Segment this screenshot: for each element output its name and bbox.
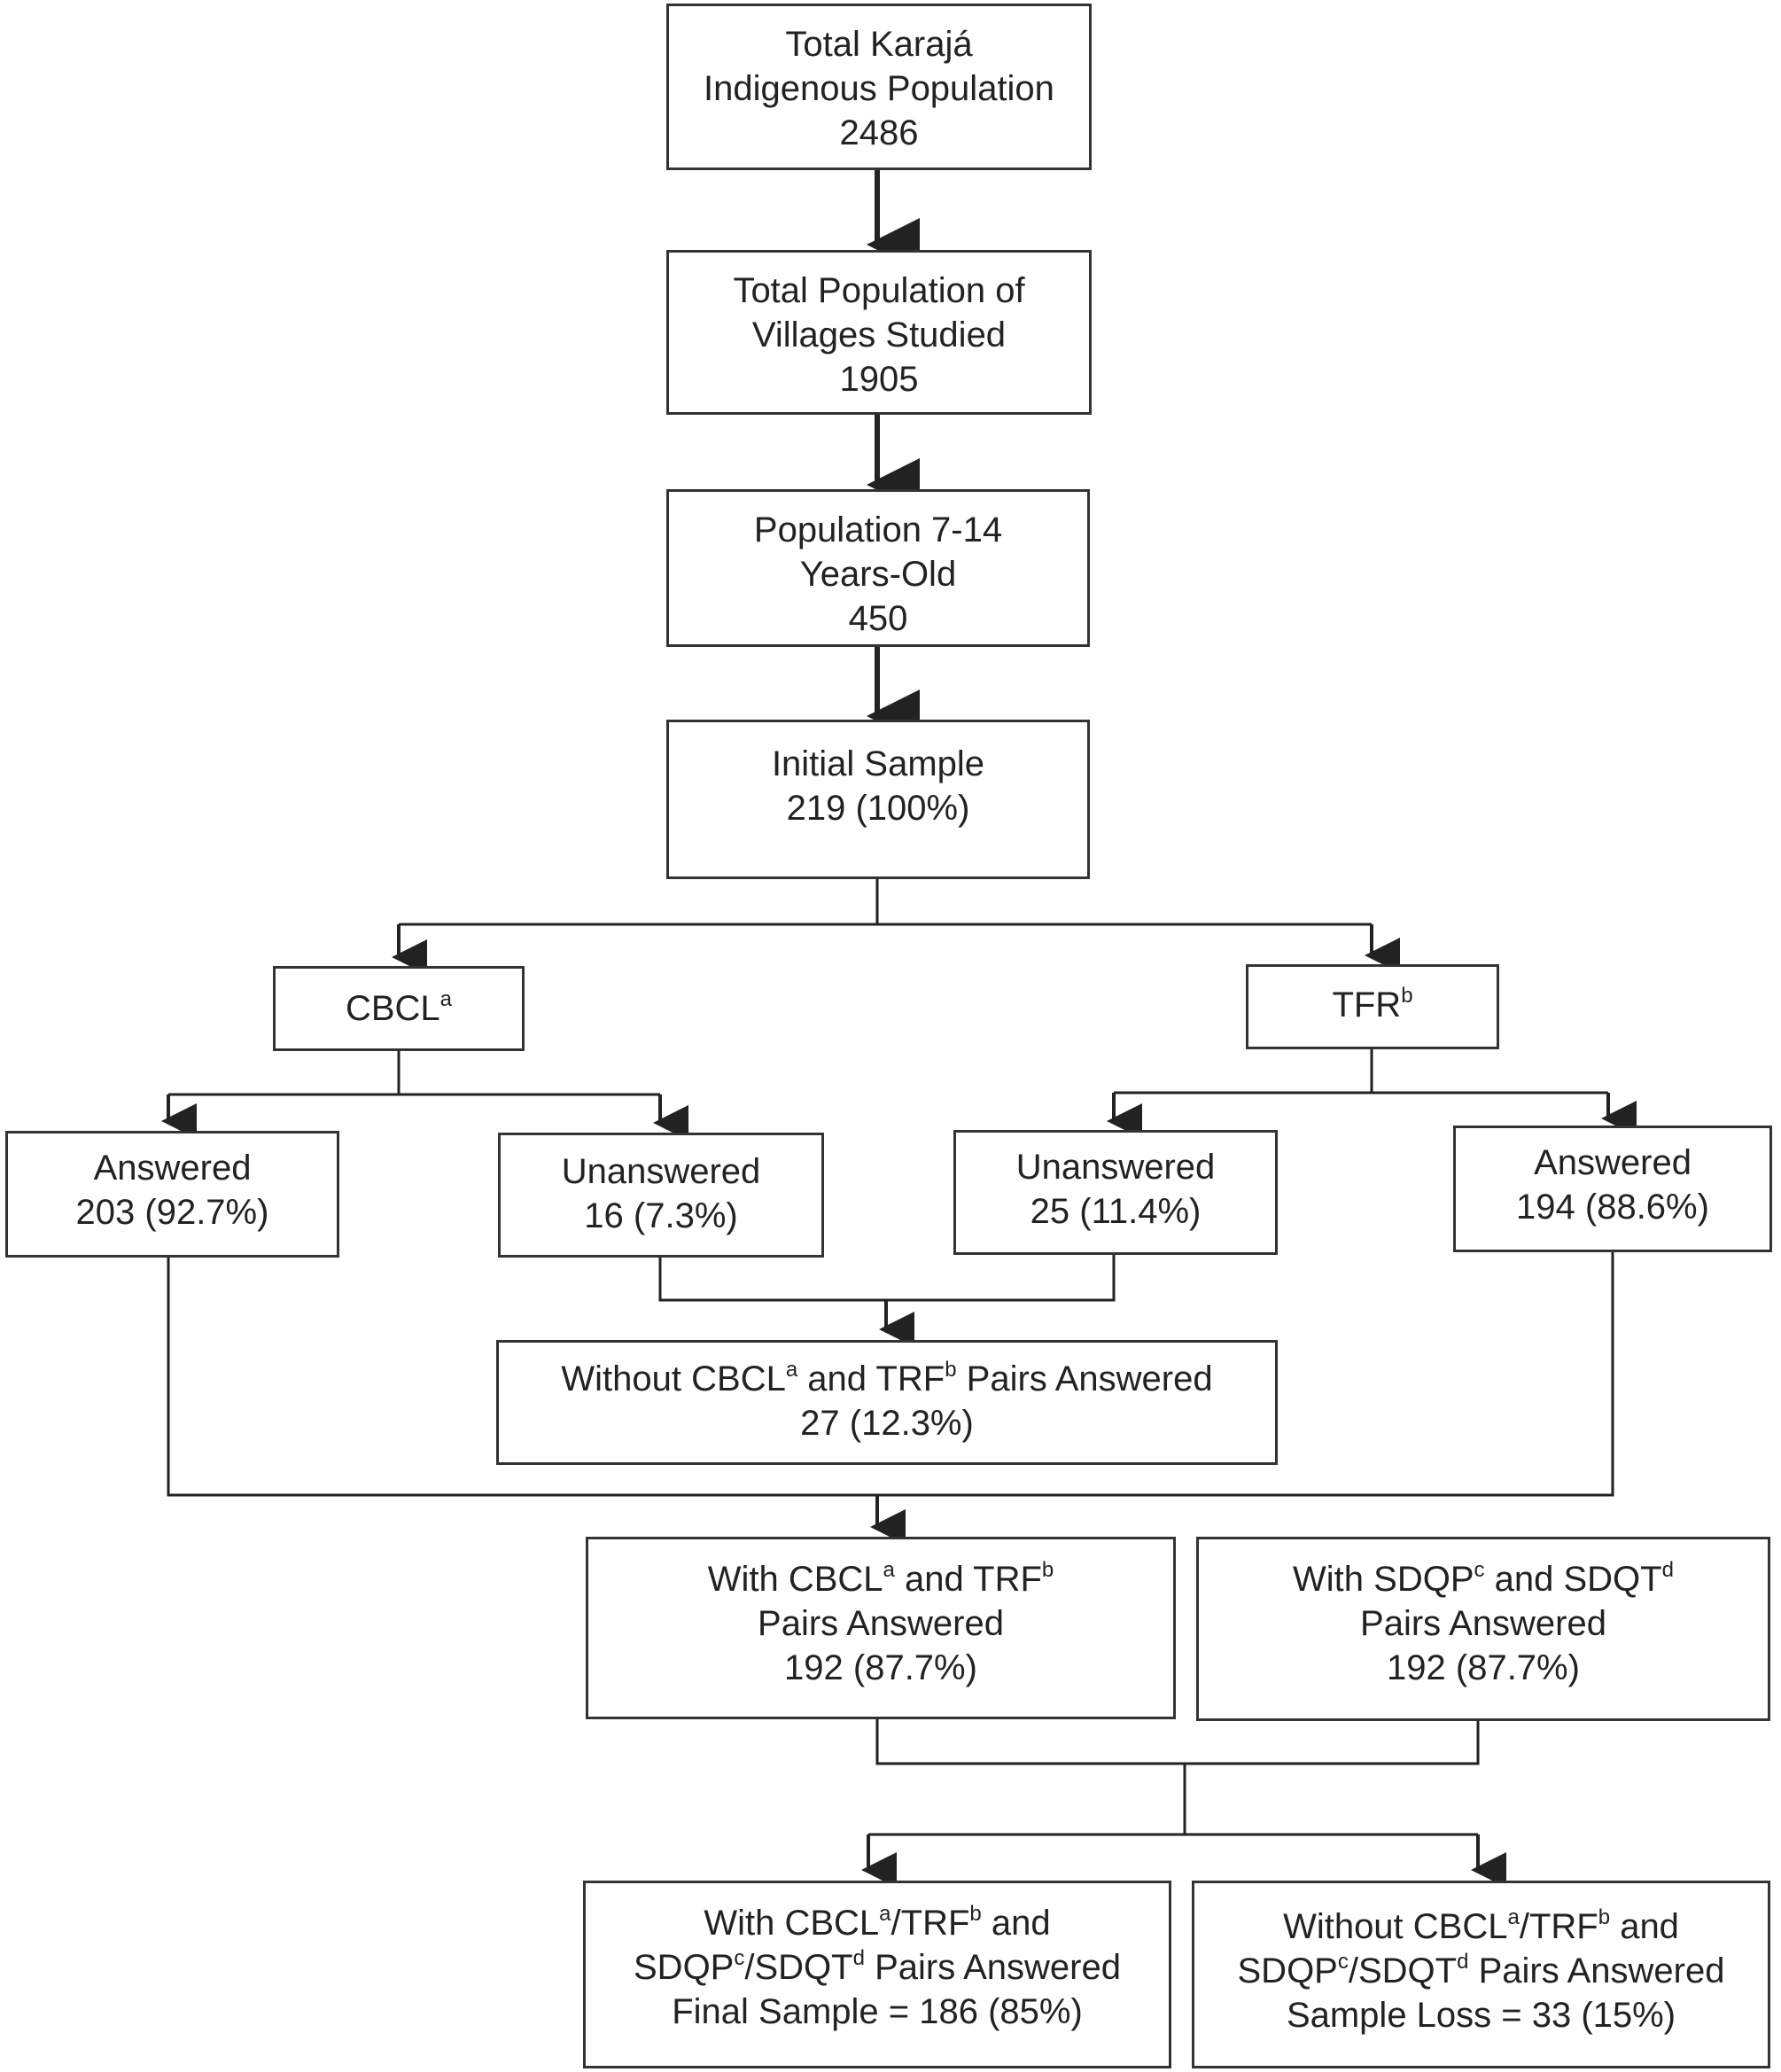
text-part: and TRF [797,1359,945,1398]
text-part: Without CBCL [561,1359,786,1398]
initial-sample-box: Initial Sample 219 (100%) [666,720,1090,879]
tfr-label: TFR [1332,985,1402,1024]
text-part: SDQP [1237,1951,1338,1990]
node-line: Villages Studied [751,315,1007,354]
footnote-c: c [1337,1949,1349,1974]
connector-tfr-split [1114,1048,1608,1094]
node-line: 1905 [839,360,919,399]
node-line: Pairs Answered [1360,1604,1606,1643]
text-part: and SDQT [1484,1560,1662,1599]
node-line: Unanswered [561,1152,761,1191]
connector-unanswered-merge [658,1254,1116,1302]
node-line: 192 (87.7%) [784,1648,977,1687]
node-line: 450 [848,599,908,638]
node-line: Answered [1534,1143,1692,1182]
node-line: Final Sample = 186 (85%) [672,1992,1083,2031]
text-part: and [981,1904,1051,1943]
footnote-c: c [1474,1557,1485,1582]
footnote-c: c [734,1945,745,1970]
node-line: Years-Old [799,555,957,594]
text-part: and [1610,1907,1679,1946]
footnote-d: d [1457,1949,1469,1974]
text-part: Pairs Answered [1468,1951,1725,1990]
node-line: Without CBCLa/TRFb and [1283,1905,1679,1949]
node-line: Pairs Answered [758,1604,1004,1643]
text-part: and TRF [894,1560,1042,1599]
node-line: Unanswered [1015,1148,1216,1187]
node-line: Total Karajá [785,25,973,64]
node-line: Indigenous Population [704,69,1054,108]
villages-population-box: Total Population of Villages Studied 190… [666,250,1092,415]
node-line: Answered [93,1149,252,1188]
node-line: Total Population of [733,271,1025,310]
text-part: Pairs Answered [956,1359,1213,1398]
text-part: /SDQT [1348,1951,1458,1990]
tfr-unanswered-box: Unanswered 25 (11.4%) [953,1130,1278,1255]
cbcl-label: CBCL [345,989,440,1028]
age-population-box: Population 7-14 Years-Old 450 [666,489,1090,647]
connector-answered-merge [167,1251,1614,1497]
text-part: /SDQT [744,1948,853,1987]
without-pairs-box: Without CBCLa and TRFb Pairs Answered 27… [496,1340,1278,1465]
connector-pairs-merge [868,1718,1480,1836]
node-line: 16 (7.3%) [584,1196,738,1235]
node-line: Population 7-14 [753,510,1003,549]
text-part: SDQP [634,1948,735,1987]
node-line: 219 (100%) [786,789,970,828]
node-line: 2486 [839,113,919,152]
total-population-box: Total Karajá Indigenous Population 2486 [666,4,1092,170]
node-line: CBCLa [346,986,452,1031]
node-line: SDQPc/SDQTd Pairs Answered [634,1945,1121,1990]
footnote-b: b [945,1357,957,1382]
with-sdq-box: With SDQPc and SDQTd Pairs Answered 192 … [1196,1537,1770,1721]
final-sample-box: With CBCLa/TRFb and SDQPc/SDQTd Pairs An… [583,1881,1171,2068]
text-part: With CBCL [704,1904,880,1943]
text-part: With CBCL [707,1560,883,1599]
node-line: Without CBCLa and TRFb Pairs Answered [561,1357,1212,1401]
text-part: /TRF [890,1904,970,1943]
node-line: SDQPc/SDQTd Pairs Answered [1238,1949,1725,1993]
text-part: With SDQP [1293,1560,1474,1599]
with-pairs-box: With CBCLa and TRFb Pairs Answered 192 (… [586,1537,1176,1719]
sample-loss-box: Without CBCLa/TRFb and SDQPc/SDQTd Pairs… [1192,1881,1770,2068]
cbcl-unanswered-box: Unanswered 16 (7.3%) [498,1133,824,1258]
node-line: 25 (11.4%) [1030,1192,1202,1231]
footnote-a: a [785,1357,798,1382]
node-line: 27 (12.3%) [800,1404,974,1443]
footnote-b: b [1598,1905,1611,1929]
node-line: 192 (87.7%) [1387,1648,1580,1687]
text-part: Pairs Answered [864,1948,1121,1987]
footnote-a: a [439,986,453,1011]
footnote-d: d [1661,1557,1674,1582]
node-line: 194 (88.6%) [1516,1188,1709,1227]
footnote-a: a [883,1557,895,1582]
footnote-a: a [1507,1905,1520,1929]
node-line: Sample Loss = 33 (15%) [1286,1996,1676,2035]
node-line: With SDQPc and SDQTd [1293,1557,1674,1601]
node-line: 203 (92.7%) [75,1193,269,1232]
node-line: Initial Sample [771,744,985,783]
footnote-b: b [1041,1557,1054,1582]
tfr-box: TFRb [1246,964,1499,1049]
footnote-d: d [852,1945,865,1970]
footnote-a: a [879,1901,891,1926]
node-line: With CBCLa/TRFb and [704,1901,1050,1945]
footnote-b: b [1401,983,1413,1008]
connector-initial-split [399,877,1372,926]
cbcl-answered-box: Answered 203 (92.7%) [5,1131,339,1258]
node-line: With CBCLa and TRFb [708,1557,1054,1601]
footnote-b: b [969,1901,982,1926]
node-line: TFRb [1332,983,1412,1027]
text-part: Without CBCL [1283,1907,1508,1946]
tfr-answered-box: Answered 194 (88.6%) [1453,1126,1772,1252]
connector-cbcl-split [168,1050,660,1096]
cbcl-box: CBCLa [273,966,525,1051]
text-part: /TRF [1519,1907,1598,1946]
